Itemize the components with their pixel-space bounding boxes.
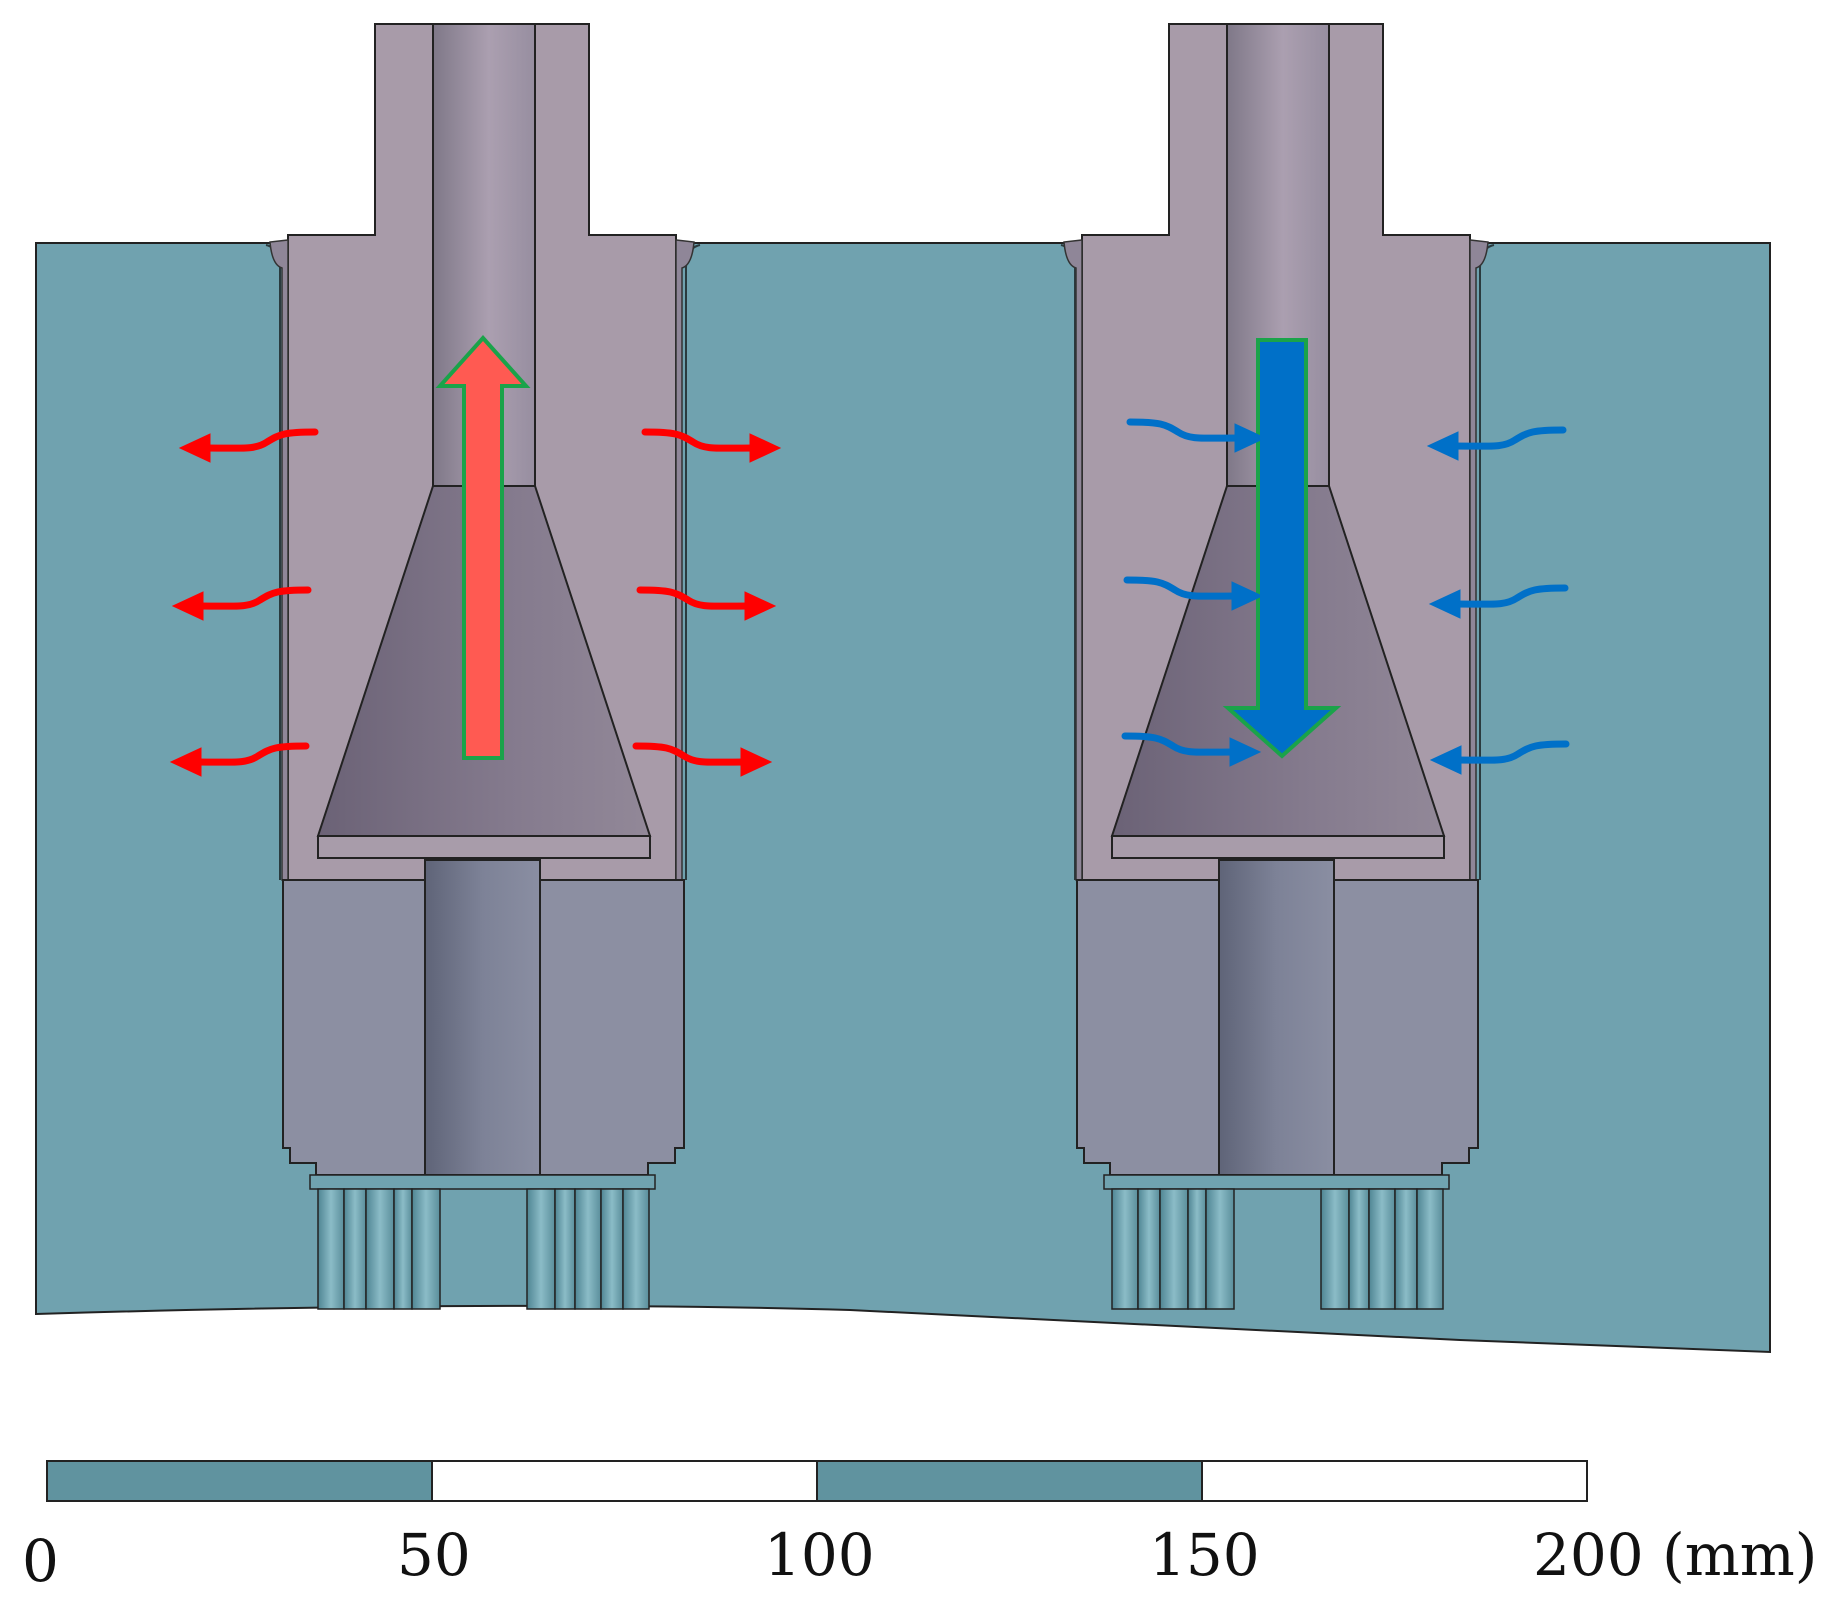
scale-tick-label: 100 xyxy=(764,1521,875,1589)
scale-bar-segment xyxy=(431,1460,818,1502)
scale-bar-segment xyxy=(46,1460,433,1502)
scale-tick-label: 0 xyxy=(22,1527,59,1595)
up-arrow-icon xyxy=(435,335,531,760)
scale-bar-segment xyxy=(816,1460,1203,1502)
scale-bar-segment xyxy=(1201,1460,1588,1502)
down-arrow-icon xyxy=(1222,338,1342,759)
scale-tick-label: 150 xyxy=(1149,1521,1260,1589)
scale-tick-label: 50 xyxy=(397,1521,471,1589)
scale-bar xyxy=(46,1460,1588,1502)
scale-tick-label: 200 (mm) xyxy=(1533,1521,1818,1589)
